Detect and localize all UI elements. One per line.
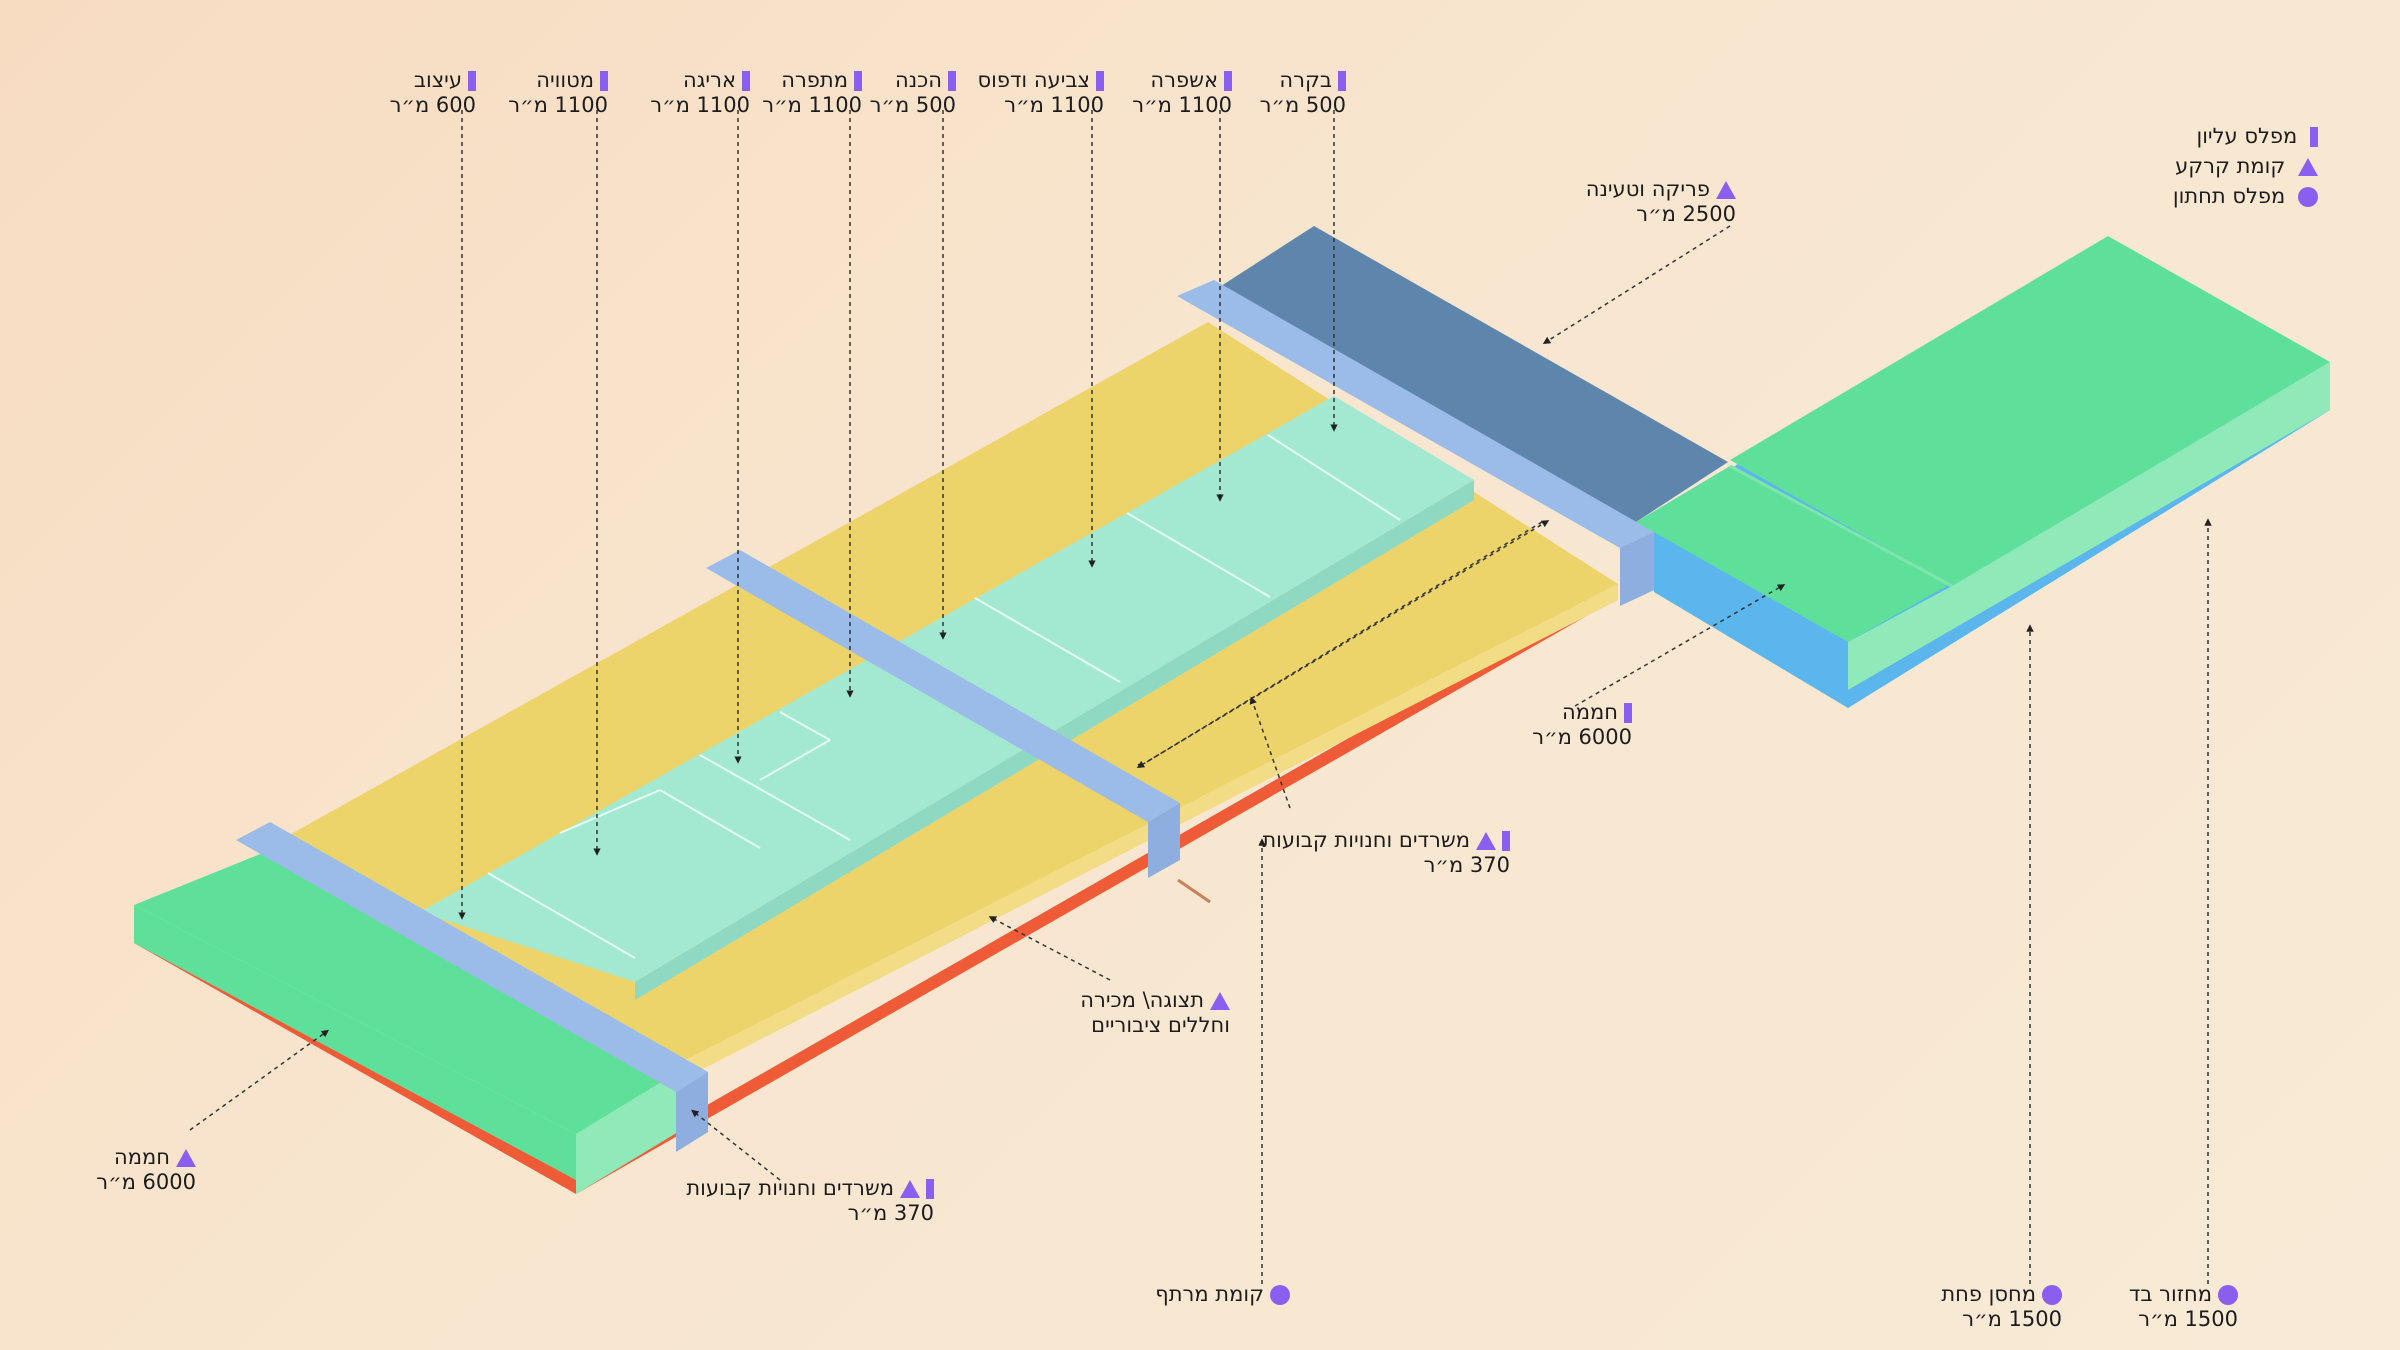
main-slab-side [576,584,1618,1134]
greenhouse-right-high-side [1848,362,2330,690]
triangle-icon [1476,832,1496,850]
bridge-bar-middle [706,550,1180,822]
greenhouse-right-low [1636,466,1950,642]
triangle-icon [176,1149,196,1167]
bar-icon [926,1179,934,1199]
label-basement: קומת מרתף [1155,1282,1290,1307]
loading-area-dark [1218,226,1728,522]
legend-item-upper: מפלס עליון [2173,121,2318,151]
legend-item-lower: מפלס תחתון [2173,181,2318,211]
circle-icon [2042,1285,2062,1305]
bridge-bar-middle-side [1148,803,1180,878]
greenhouse-left-front [134,905,576,1180]
bar-icon [468,71,476,91]
bridge-bar-right-side [1620,532,1654,606]
triangle-icon [2298,158,2318,176]
triangle-icon [1210,992,1230,1010]
entrance-pointer [1177,878,1211,904]
room-dividers [487,434,1401,959]
bridge-bar-right [1177,280,1654,548]
bar-icon [742,71,750,91]
bar-icon [1502,831,1510,851]
bar-icon [600,71,608,91]
legend: מפלס עליון קומת קרקע מפלס תחתון [2173,121,2318,211]
triangle-icon [1716,181,1736,199]
triangle-icon [900,1180,920,1198]
bridge-bar-left [236,822,708,1092]
greenhouse-right-high [1730,236,2330,586]
bar-icon [1624,703,1632,723]
greenhouse-left-top [134,840,678,1134]
bar-icon [854,71,862,91]
bar-icon [1096,71,1104,91]
leader-lines [189,110,2212,1284]
circle-icon [1270,1285,1290,1305]
circle-icon [2298,187,2318,207]
bar-icon [1224,71,1232,91]
legend-item-ground: קומת קרקע [2173,151,2318,181]
greenhouse-left-side [576,1072,678,1194]
bar-icon [1338,71,1346,91]
bar-icon [2310,127,2318,147]
circle-icon [2218,1285,2238,1305]
bar-icon [948,71,956,91]
